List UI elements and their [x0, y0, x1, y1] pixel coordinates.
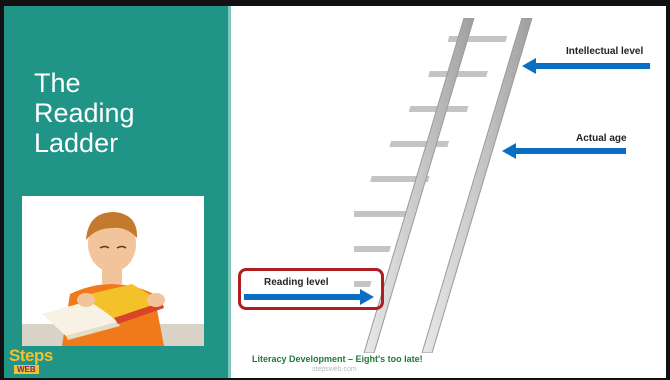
arrow-right-icon [244, 289, 374, 305]
reading-level-highlight [238, 268, 384, 310]
title-line-1: The [34, 68, 81, 98]
title-panel: The Reading Ladder [4, 6, 228, 378]
logo-text: Steps [9, 346, 53, 365]
panel-divider [228, 6, 231, 378]
intellectual-level-label: Intellectual level [566, 46, 644, 57]
steps-web-logo: Steps WEB [6, 346, 53, 378]
title-line-3: Ladder [34, 128, 119, 158]
arrow-left-icon [522, 58, 650, 74]
footer-text: Literacy Development – Eight's too late! [252, 354, 423, 364]
title-line-2: Reading [34, 98, 135, 128]
logo-sub: WEB [14, 365, 39, 374]
boy-reading-photo [22, 196, 204, 346]
arrow-left-icon [502, 143, 626, 159]
actual-age-label: Actual age [576, 133, 627, 144]
footer-url: stepsweb.com [312, 366, 357, 373]
ladder-icon [354, 18, 533, 353]
reading-level-label: Reading level [264, 277, 329, 288]
slide-title: The Reading Ladder [34, 68, 214, 158]
slide: The Reading Ladder [4, 6, 666, 378]
